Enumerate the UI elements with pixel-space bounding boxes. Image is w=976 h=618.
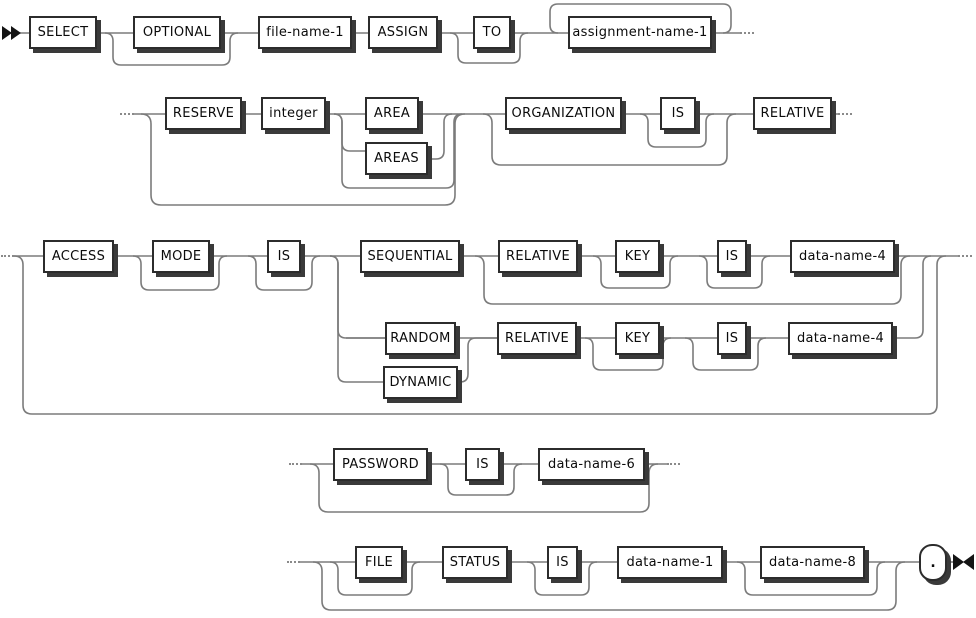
node-is: IS (267, 240, 301, 273)
node-access: ACCESS (43, 240, 114, 273)
node-mode: MODE (152, 240, 210, 273)
node-is: IS (660, 97, 696, 130)
node-data-name-6: data-name-6 (538, 448, 645, 481)
node-file: FILE (355, 546, 403, 579)
node-integer: integer (261, 97, 326, 130)
node-is: IS (547, 546, 578, 579)
node-area: AREA (365, 97, 419, 130)
node-reserve: RESERVE (165, 97, 242, 130)
node-sequential: SEQUENTIAL (360, 240, 460, 273)
continuation-dots (838, 113, 852, 115)
node-data-name-4: data-name-4 (790, 240, 895, 273)
node-optional: OPTIONAL (133, 16, 221, 49)
node-data-name-4: data-name-4 (788, 322, 893, 355)
node-data-name-1: data-name-1 (617, 546, 723, 579)
connectors (13, 3, 958, 611)
node-data-name-8: data-name-8 (760, 546, 865, 579)
node-dynamic: DYNAMIC (383, 366, 458, 399)
node-random: RANDOM (385, 322, 456, 355)
node-key: KEY (615, 322, 660, 355)
node-organization: ORGANIZATION (505, 97, 622, 130)
node-file-name-1: file-name-1 (258, 16, 352, 49)
node-is: IS (465, 448, 500, 481)
end-arrows-icon (953, 554, 974, 570)
terminal-period: . (919, 544, 947, 581)
node-is: IS (717, 240, 747, 273)
continuation-dots (287, 561, 300, 563)
node-relative: RELATIVE (498, 240, 578, 273)
node-relative: RELATIVE (497, 322, 577, 355)
node-status: STATUS (442, 546, 508, 579)
node-select: SELECT (29, 16, 97, 49)
start-arrows-icon (2, 26, 21, 40)
node-areas: AREAS (365, 142, 428, 175)
continuation-dots (740, 32, 754, 34)
continuation-dots (120, 113, 134, 115)
node-assignment-name-1: assignment-name-1 (568, 16, 712, 49)
node-to: TO (473, 16, 511, 49)
continuation-dots (958, 255, 972, 257)
node-key: KEY (615, 240, 660, 273)
node-assign: ASSIGN (368, 16, 438, 49)
continuation-dots (1, 255, 14, 257)
continuation-dots (289, 463, 302, 465)
node-password: PASSWORD (333, 448, 428, 481)
node-relative: RELATIVE (753, 97, 832, 130)
node-is: IS (717, 322, 747, 355)
continuation-dots (667, 463, 680, 465)
